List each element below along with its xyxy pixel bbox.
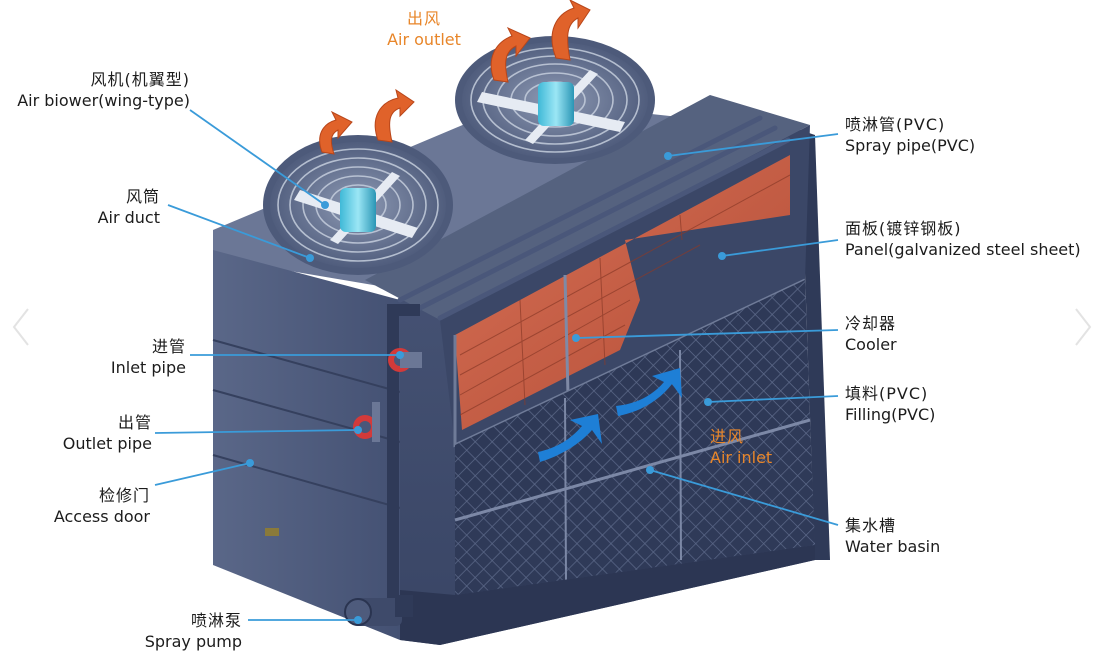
water-basin	[400, 545, 815, 645]
blue-arrow-icon	[538, 414, 602, 462]
label-en: Outlet pipe	[62, 434, 152, 453]
label-water-basin: 集水槽 Water basin	[845, 515, 940, 557]
label-en: Water basin	[845, 537, 941, 556]
label-en: Cooler	[845, 335, 897, 354]
label-spray-pump: 喷淋泵 Spray pump	[120, 610, 242, 652]
label-en: Inlet pipe	[110, 358, 186, 377]
label-zh: 面板(镀锌钢板)	[845, 219, 962, 238]
label-zh: 风机(机翼型)	[90, 70, 190, 89]
fan-motor-icon	[340, 188, 376, 232]
label-access-door: 检修门 Access door	[20, 485, 150, 527]
label-zh: 出风	[406, 9, 441, 28]
label-air-duct: 风筒 Air duct	[60, 186, 160, 228]
airflow-out-arrows	[319, 0, 591, 155]
leader-lines	[154, 109, 839, 621]
label-en: Air outlet	[387, 30, 461, 49]
label-zh: 进管	[151, 337, 186, 356]
label-en: Access door	[53, 507, 150, 526]
label-inlet-pipe: 进管 Inlet pipe	[70, 336, 186, 378]
fan-1	[263, 135, 453, 275]
label-cooler: 冷却器 Cooler	[845, 313, 897, 355]
orange-arrow-icon	[374, 88, 415, 143]
label-air-blower: 风机(机翼型) Air biower(wing-type)	[2, 69, 190, 111]
label-en: Air inlet	[710, 448, 773, 467]
orange-arrow-icon	[490, 26, 531, 83]
label-filling: 填料(PVC) Filling(PVC)	[845, 383, 935, 425]
label-en: Filling(PVC)	[845, 405, 936, 424]
label-spray-pipe: 喷淋管(PVC) Spray pipe(PVC)	[845, 114, 975, 156]
cooler-coil	[455, 155, 790, 430]
blue-arrow-icon	[616, 368, 682, 416]
orange-arrow-icon	[319, 110, 353, 155]
label-zh: 出管	[117, 413, 152, 432]
label-zh: 检修门	[98, 486, 150, 505]
label-air-outlet: 出风 Air outlet	[384, 8, 464, 50]
label-zh: 集水槽	[845, 516, 897, 535]
label-en: Spray pipe(PVC)	[845, 136, 976, 155]
leader-dots	[246, 152, 726, 624]
label-en: Air duct	[97, 208, 160, 227]
spray-pump-icon	[344, 595, 413, 626]
label-en: Panel(galvanized steel sheet)	[845, 240, 1081, 259]
label-zh: 进风	[710, 427, 745, 446]
airflow-in-arrows	[538, 368, 682, 462]
label-zh: 填料(PVC)	[845, 384, 929, 403]
label-outlet-pipe: 出管 Outlet pipe	[20, 412, 152, 454]
label-zh: 冷却器	[845, 314, 897, 333]
fan-motor-icon	[538, 82, 574, 126]
label-en: Spray pump	[144, 632, 242, 651]
chevron-left-icon[interactable]	[8, 303, 34, 351]
label-zh: 喷淋管(PVC)	[845, 115, 946, 134]
orange-arrow-icon	[551, 0, 591, 61]
side-panel	[213, 250, 400, 640]
label-air-inlet: 进风 Air inlet	[710, 426, 772, 468]
label-en: Air biower(wing-type)	[17, 91, 190, 110]
chevron-right-icon[interactable]	[1070, 303, 1096, 351]
label-panel: 面板(镀锌钢板) Panel(galvanized steel sheet)	[845, 218, 1081, 260]
label-zh: 风筒	[125, 187, 160, 206]
external-piping	[265, 304, 422, 626]
label-zh: 喷淋泵	[190, 611, 242, 630]
